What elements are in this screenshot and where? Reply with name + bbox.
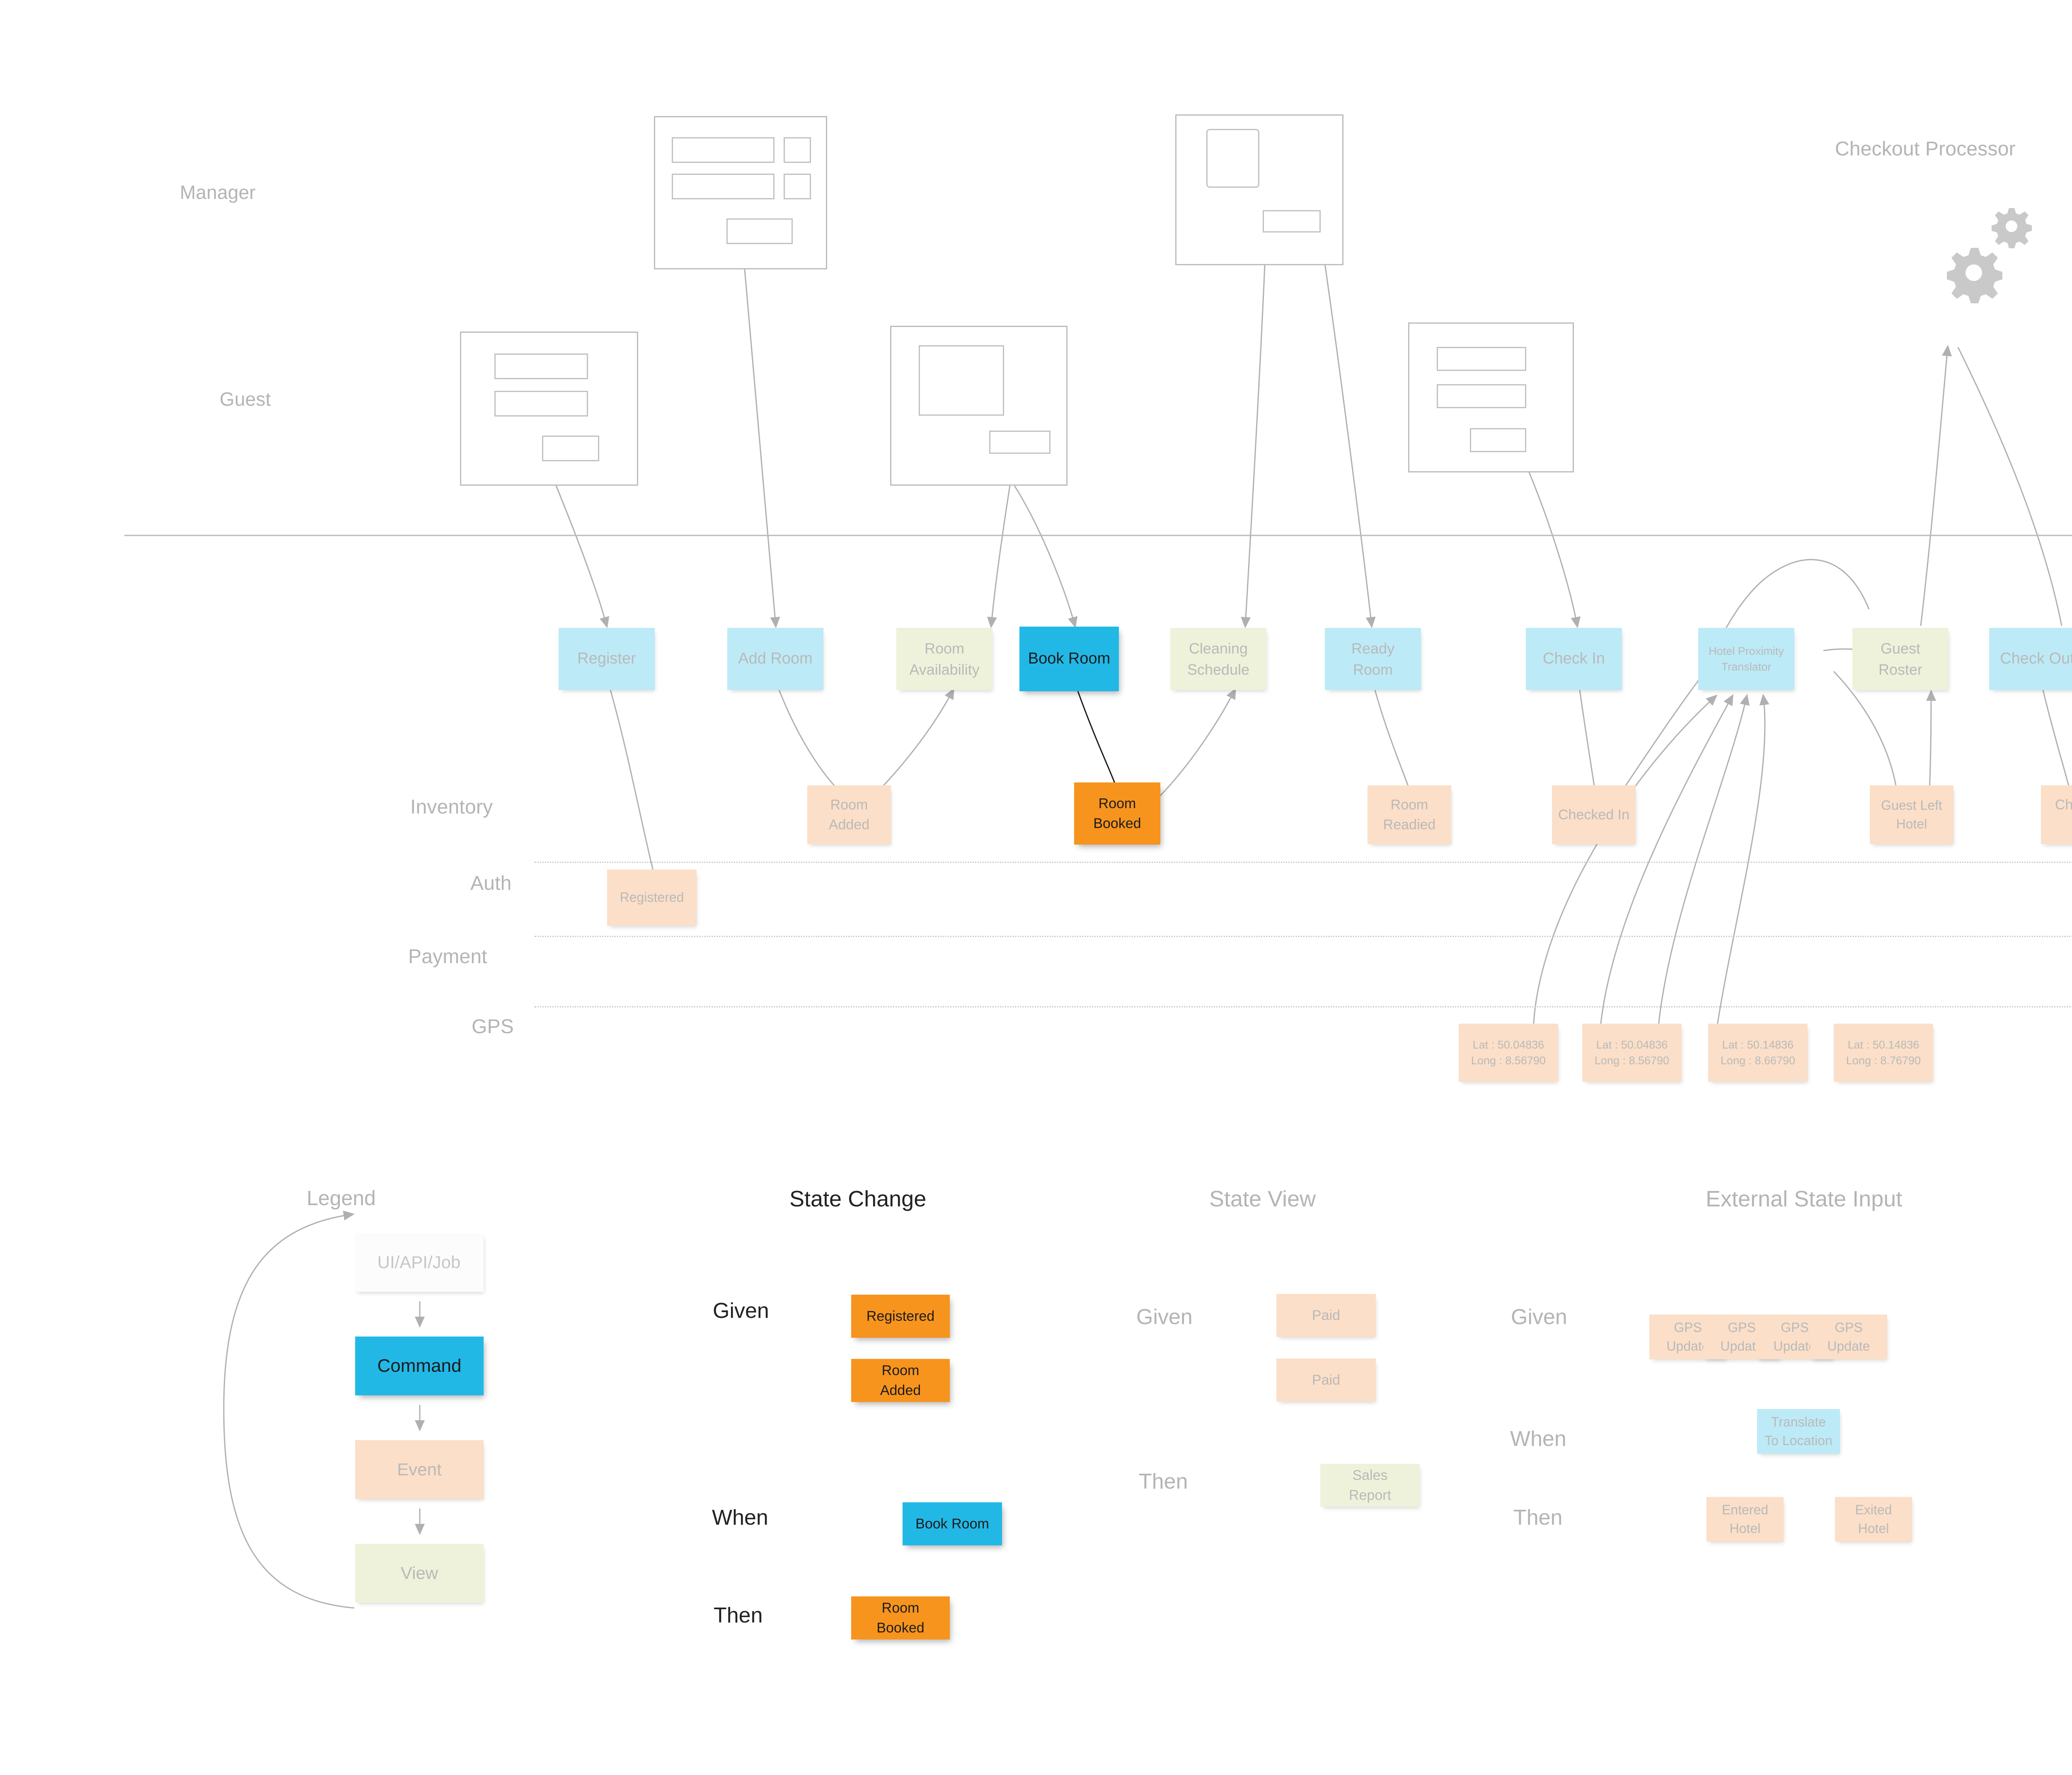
wireframe-field bbox=[1437, 384, 1526, 408]
legend-note-event[interactable]: Event bbox=[355, 1440, 484, 1499]
swimlane-label-auth: Auth bbox=[470, 872, 512, 894]
event-note-room-readied[interactable]: Room Readied bbox=[1368, 785, 1451, 844]
actor-label-manager: Manager bbox=[180, 182, 256, 203]
wireframe-field bbox=[784, 137, 811, 163]
pattern-note-esi-translate-to-location[interactable]: Translate To Location bbox=[1757, 1409, 1840, 1454]
lane-divider-inventory-auth bbox=[535, 862, 2072, 863]
pattern-keyword-state-view-given: Given bbox=[1136, 1305, 1193, 1329]
pattern-keyword-esi-then: Then bbox=[1513, 1506, 1563, 1530]
pattern-note-state-view-paid-1[interactable]: Paid bbox=[1276, 1294, 1376, 1337]
pattern-title-state-change: State Change bbox=[789, 1187, 927, 1211]
pattern-keyword-state-view-then: Then bbox=[1139, 1470, 1188, 1494]
actor-label-checkout-processor: Checkout Processor bbox=[1835, 138, 2016, 160]
wireframe-button bbox=[542, 436, 599, 461]
wireframe-field bbox=[1437, 347, 1526, 371]
event-note-room-booked[interactable]: Room Booked bbox=[1074, 782, 1160, 845]
calendar-icon bbox=[919, 345, 1004, 416]
pattern-note-esi-exited-hotel[interactable]: Exited Hotel bbox=[1835, 1497, 1912, 1542]
lane-divider-auth-payment bbox=[535, 936, 2072, 937]
wireframe-button bbox=[1470, 428, 1526, 452]
swimlane-label-inventory: Inventory bbox=[410, 796, 493, 818]
pattern-keyword-state-change-then: Then bbox=[714, 1603, 763, 1627]
timeline-note-guest-roster[interactable]: Guest Roster bbox=[1852, 628, 1949, 690]
wireframe-guest-register bbox=[460, 332, 638, 486]
timeline-note-add-room[interactable]: Add Room bbox=[727, 628, 823, 690]
pattern-note-state-change-book-room[interactable]: Book Room bbox=[903, 1502, 1002, 1545]
wireframe-button bbox=[1263, 210, 1321, 232]
legend-note-view[interactable]: View bbox=[355, 1544, 484, 1603]
swimlane-label-gps: GPS bbox=[472, 1016, 514, 1038]
wireframe-button bbox=[989, 431, 1051, 454]
event-note-registered[interactable]: Registered bbox=[607, 869, 697, 926]
legend-note-ui-api-job[interactable]: UI/API/Job bbox=[354, 1233, 484, 1292]
wireframe-field bbox=[784, 174, 811, 199]
event-note-checked-out[interactable]: Checked Out bbox=[2041, 785, 2072, 844]
pattern-title-external-state-input: External State Input bbox=[1706, 1187, 1903, 1211]
wireframe-field bbox=[672, 137, 775, 163]
timeline-note-book-room[interactable]: Book Room bbox=[1019, 627, 1119, 691]
actor-label-guest: Guest bbox=[220, 388, 271, 410]
pattern-keyword-esi-when: When bbox=[1510, 1427, 1566, 1451]
wireframe-guest-calendar bbox=[890, 326, 1067, 486]
pattern-keyword-state-change-when: When bbox=[712, 1506, 768, 1530]
timeline-note-cleaning-schedule[interactable]: Cleaning Schedule bbox=[1170, 628, 1266, 690]
event-note-checked-in[interactable]: Checked In bbox=[1552, 785, 1636, 844]
lane-divider-payment-gps bbox=[535, 1006, 2072, 1007]
pattern-note-state-change-room-added[interactable]: Room Added bbox=[851, 1359, 950, 1402]
pattern-note-esi-entered-hotel[interactable]: Entered Hotel bbox=[1706, 1497, 1784, 1542]
pattern-note-state-change-room-booked[interactable]: Room Booked bbox=[851, 1596, 950, 1639]
clipboard-icon bbox=[1206, 129, 1259, 188]
timeline-note-register[interactable]: Register bbox=[559, 628, 655, 690]
wireframe-manager-rooms bbox=[654, 116, 827, 269]
legend-note-command[interactable]: Command bbox=[355, 1337, 484, 1395]
gears-icon-checkout-processor bbox=[1947, 208, 2032, 303]
timeline-note-ready-room[interactable]: Ready Room bbox=[1325, 628, 1421, 690]
wireframe-manager-checklist bbox=[1175, 114, 1343, 265]
pattern-note-esi-gps-update-4[interactable]: GPS Update bbox=[1810, 1315, 1887, 1359]
pattern-note-state-view-sales-report[interactable]: Sales Report bbox=[1320, 1464, 1420, 1507]
pattern-keyword-state-change-given: Given bbox=[713, 1299, 769, 1323]
swimlane-label-payment: Payment bbox=[408, 946, 487, 968]
timeline-note-check-in[interactable]: Check In bbox=[1526, 628, 1622, 690]
gps-note-1[interactable]: Lat : 50.04836 Long : 8.56790 bbox=[1459, 1024, 1558, 1082]
wireframe-guest-checkin bbox=[1408, 322, 1574, 472]
wireframe-button bbox=[726, 218, 793, 244]
pattern-note-state-change-registered[interactable]: Registered bbox=[851, 1295, 950, 1338]
timeline-note-room-availability[interactable]: Room Availability bbox=[896, 628, 992, 690]
event-note-room-added[interactable]: Room Added bbox=[807, 785, 891, 844]
event-note-guest-left-hotel[interactable]: Guest Left Hotel bbox=[1870, 785, 1953, 844]
legend-title: Legend bbox=[307, 1187, 376, 1210]
gps-note-3[interactable]: Lat : 50.14836 Long : 8.66790 bbox=[1708, 1024, 1808, 1082]
gps-note-2[interactable]: Lat : 50.04836 Long : 8.56790 bbox=[1582, 1024, 1682, 1082]
wireframe-field bbox=[672, 174, 775, 199]
wireframe-field bbox=[494, 354, 588, 379]
pattern-keyword-esi-given: Given bbox=[1511, 1305, 1567, 1329]
pattern-title-state-view: State View bbox=[1209, 1187, 1316, 1211]
pattern-note-state-view-paid-2[interactable]: Paid bbox=[1276, 1358, 1376, 1402]
timeline-note-hotel-proximity-translator[interactable]: Hotel Proximity Translator bbox=[1698, 628, 1794, 690]
gps-note-4[interactable]: Lat : 50.14836 Long : 8.76790 bbox=[1834, 1024, 1933, 1082]
timeline-note-check-out[interactable]: Check Out bbox=[1989, 628, 2072, 690]
wireframe-field bbox=[494, 391, 588, 417]
